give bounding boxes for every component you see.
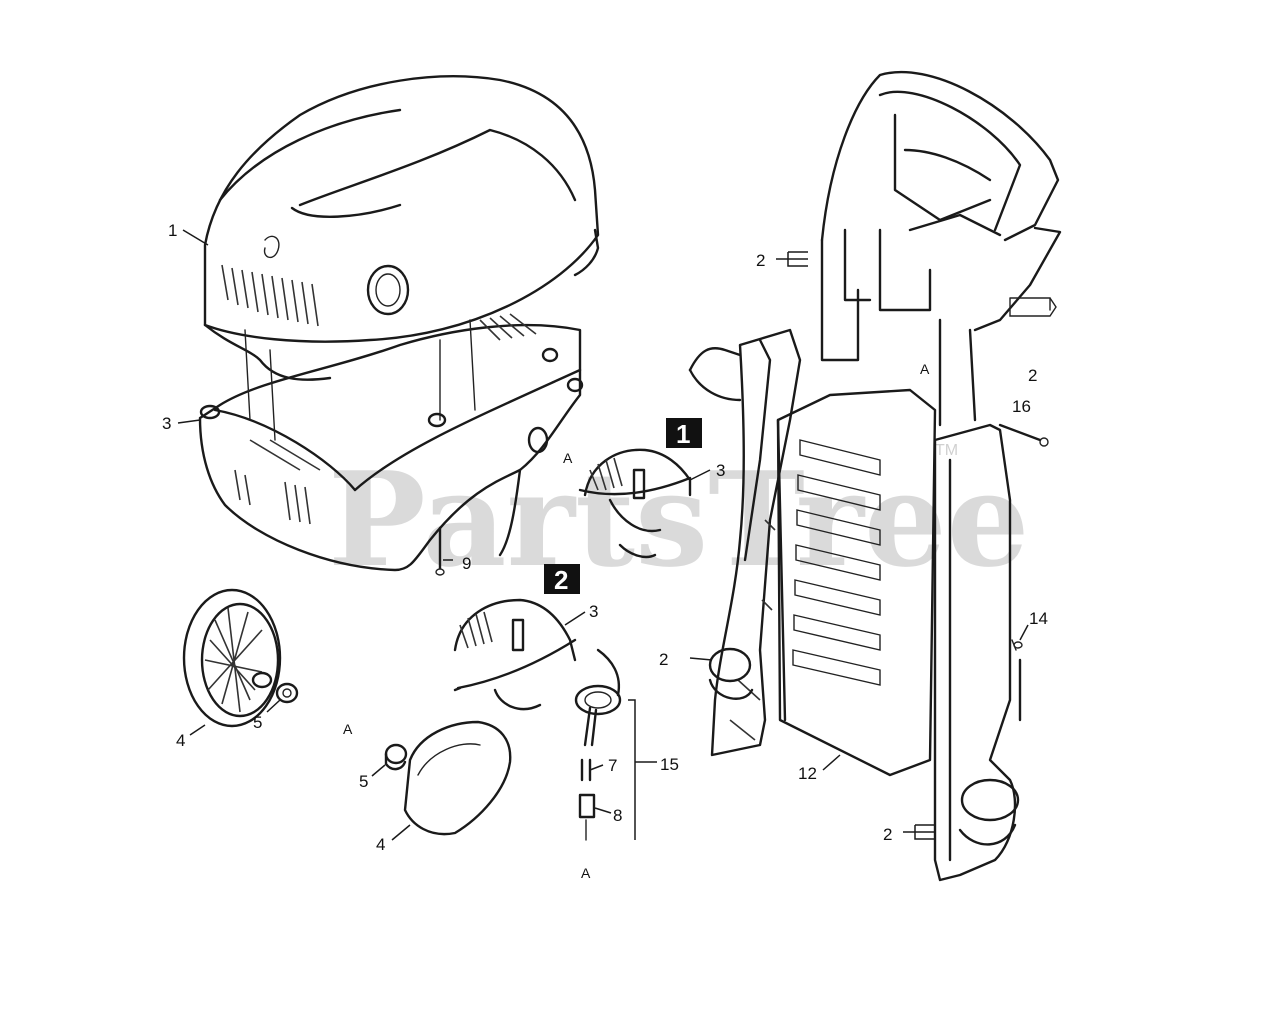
callout-3-variant1: 3 bbox=[716, 461, 725, 480]
part-16-screw bbox=[998, 423, 1049, 447]
part-wheel-cap bbox=[403, 720, 512, 836]
variant-2-detail bbox=[453, 598, 577, 711]
variant-1-detail bbox=[578, 448, 692, 559]
label-a-hose: A bbox=[581, 865, 591, 881]
callout-7: 7 bbox=[608, 756, 617, 775]
watermark: PartsTree bbox=[328, 443, 1029, 596]
callout-8: 8 bbox=[613, 806, 622, 825]
part-front-panel bbox=[776, 388, 937, 777]
callout-leaders bbox=[177, 229, 1057, 841]
part-wheel bbox=[182, 588, 282, 728]
part-handle-frame bbox=[820, 70, 1062, 427]
part-14-screw bbox=[1013, 641, 1023, 649]
part-rear-frame bbox=[933, 423, 1022, 882]
part-hood-cover bbox=[203, 75, 600, 381]
part-base-housing bbox=[198, 313, 584, 572]
watermark-trademark: TM bbox=[935, 442, 958, 459]
callout-5-cap: 5 bbox=[359, 772, 368, 791]
part-hose-assembly bbox=[574, 648, 636, 841]
callout-3-housing: 3 bbox=[162, 414, 171, 433]
part-hub-cap-small bbox=[275, 682, 299, 704]
callout-2-bottom: 2 bbox=[883, 825, 892, 844]
label-a-left: A bbox=[343, 721, 353, 737]
variant-badge-1: 1 bbox=[666, 418, 702, 449]
svg-text:2: 2 bbox=[554, 565, 568, 595]
svg-text:1: 1 bbox=[676, 419, 690, 449]
callout-2-left-frame: 2 bbox=[659, 650, 668, 669]
callout-14: 14 bbox=[1029, 609, 1048, 628]
label-a-handle: A bbox=[920, 361, 930, 377]
callout-1: 1 bbox=[168, 221, 177, 240]
callout-2-handle: 2 bbox=[756, 251, 765, 270]
callout-16: 16 bbox=[1012, 397, 1031, 416]
part-cap-plug bbox=[384, 743, 408, 771]
callout-3-variant2: 3 bbox=[589, 602, 598, 621]
part-9-screw bbox=[435, 526, 445, 576]
label-a-housing: A bbox=[563, 450, 573, 466]
callout-4-cap: 4 bbox=[376, 835, 385, 854]
variant-badge-2: 2 bbox=[544, 564, 580, 595]
callout-12: 12 bbox=[798, 764, 817, 783]
callout-2-top-right: 2 bbox=[1028, 366, 1037, 385]
callout-9: 9 bbox=[462, 554, 471, 573]
callout-4-wheel: 4 bbox=[176, 731, 185, 750]
callout-15: 15 bbox=[660, 755, 679, 774]
part-left-frame bbox=[688, 328, 802, 757]
callout-5-wheel: 5 bbox=[253, 713, 262, 732]
